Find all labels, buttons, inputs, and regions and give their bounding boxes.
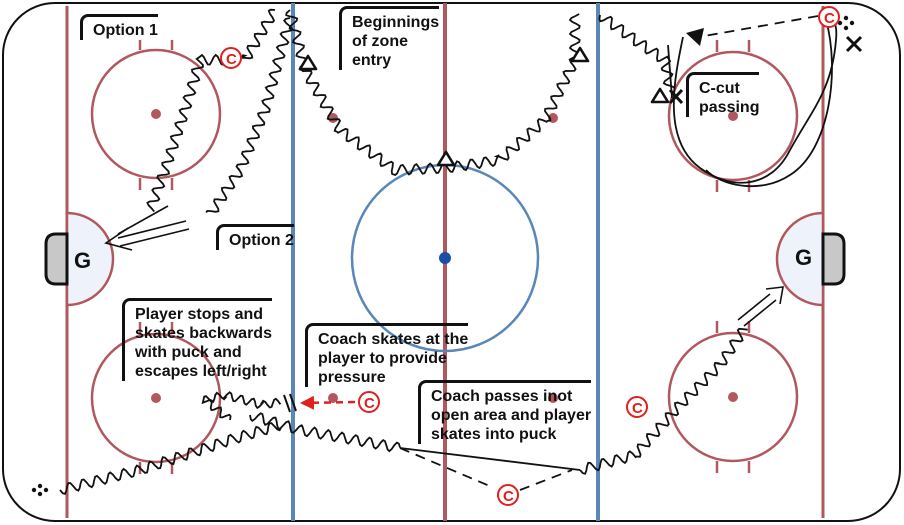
faceoff-circle-bottom-left — [90, 322, 222, 474]
goalie-right: G — [795, 245, 812, 270]
player-triangle-1 — [298, 54, 318, 71]
label-player-stops-line-1: Player stops and — [135, 306, 264, 323]
coach-top-left: C — [220, 47, 242, 69]
skating-path-bottom-right — [579, 327, 748, 475]
defender-x-2 — [668, 88, 684, 105]
svg-text:C: C — [364, 395, 375, 412]
label-zone-entry-line-3: entry — [352, 52, 392, 69]
player-triangle-2 — [436, 150, 456, 167]
faceoff-dot-bottom-left — [151, 393, 161, 403]
label-coach-skates-line-1: Coach skates at the — [318, 331, 469, 348]
player-triangle-4 — [650, 87, 670, 104]
svg-text:C: C — [226, 51, 237, 68]
label-coach-passes-line-3: skates into puck — [431, 426, 557, 443]
label-coach-passes-line-1: Coach passes inot — [431, 388, 573, 405]
label-option-1: Option 1 — [80, 14, 158, 40]
coach-pressure-arrow — [300, 395, 356, 410]
skating-path-bottom-entry — [59, 422, 282, 495]
coach-middle-right: C — [626, 396, 648, 418]
net-right — [821, 232, 846, 286]
svg-text:C: C — [632, 400, 643, 417]
crease-right — [775, 211, 825, 307]
crease-left — [65, 211, 115, 307]
neutral-dot-top-left — [328, 113, 338, 123]
pucks-bottom-left — [31, 483, 49, 497]
faceoff-dot-bottom-right — [728, 392, 738, 402]
skating-path-c-cut — [598, 14, 676, 90]
label-player-stops-line-3: with puck and — [135, 344, 242, 361]
shot-bottom-right — [737, 286, 784, 327]
label-player-stops-line-4: escapes left/right — [135, 363, 267, 380]
label-zone-entry-line-1: Beginnings — [352, 14, 440, 31]
label-coach-skates-line-3: pressure — [318, 369, 386, 386]
skating-path-zone-entry — [285, 9, 581, 177]
label-zone-entry-line-2: of zone — [352, 33, 408, 50]
coach-top-right: C — [818, 6, 840, 28]
label-zone-entry: Beginnings of zone entry — [339, 6, 440, 70]
shot-option-1 — [117, 205, 169, 235]
svg-text:C: C — [824, 10, 835, 27]
skating-path-option-2 — [205, 17, 294, 214]
neutral-dot-bottom-left — [328, 393, 338, 403]
label-option-2-line-1: Option 2 — [229, 232, 294, 249]
svg-text:C: C — [503, 488, 514, 505]
coach-pass-paths — [399, 447, 581, 491]
c-cut-passing-paths — [667, 12, 838, 188]
label-option-2: Option 2 — [216, 224, 294, 250]
player-triangles — [298, 46, 670, 167]
label-coach-passes: Coach passes inot open area and player s… — [418, 380, 592, 444]
neutral-dot-bottom-right — [548, 393, 558, 403]
player-triangle-3 — [570, 46, 590, 63]
label-player-stops: Player stops and skates backwards with p… — [122, 298, 272, 381]
skating-path-escape — [249, 412, 401, 453]
coach-bottom: C — [497, 484, 519, 506]
stop-marks — [283, 393, 297, 413]
faceoff-circle-bottom-right — [667, 321, 799, 473]
label-player-stops-line-2: skates backwards — [135, 325, 272, 342]
coach-middle-left: C — [358, 391, 380, 413]
defender-x-marks — [668, 35, 863, 105]
label-coach-passes-line-2: open area and player — [431, 407, 592, 424]
pucks-top-right — [837, 15, 855, 31]
skating-paths — [59, 8, 748, 495]
label-c-cut: C-cut passing — [686, 72, 760, 117]
label-coach-skates: Coach skates at the player to provide pr… — [305, 323, 469, 387]
label-option-1-line-1: Option 1 — [93, 22, 158, 39]
label-c-cut-line-1: C-cut — [699, 80, 740, 97]
center-dot — [439, 252, 451, 264]
goalie-left: G — [74, 248, 91, 273]
skating-path-stop-loop — [201, 391, 282, 421]
skating-path-option-1 — [146, 8, 276, 213]
defender-x-1 — [845, 35, 863, 53]
label-c-cut-line-2: passing — [699, 99, 760, 116]
faceoff-circle-top-left — [90, 40, 222, 190]
label-coach-skates-line-2: player to provide — [318, 350, 447, 367]
faceoff-dot-top-right — [728, 111, 738, 121]
net-left — [44, 232, 69, 286]
faceoff-dot-top-left — [151, 109, 161, 119]
